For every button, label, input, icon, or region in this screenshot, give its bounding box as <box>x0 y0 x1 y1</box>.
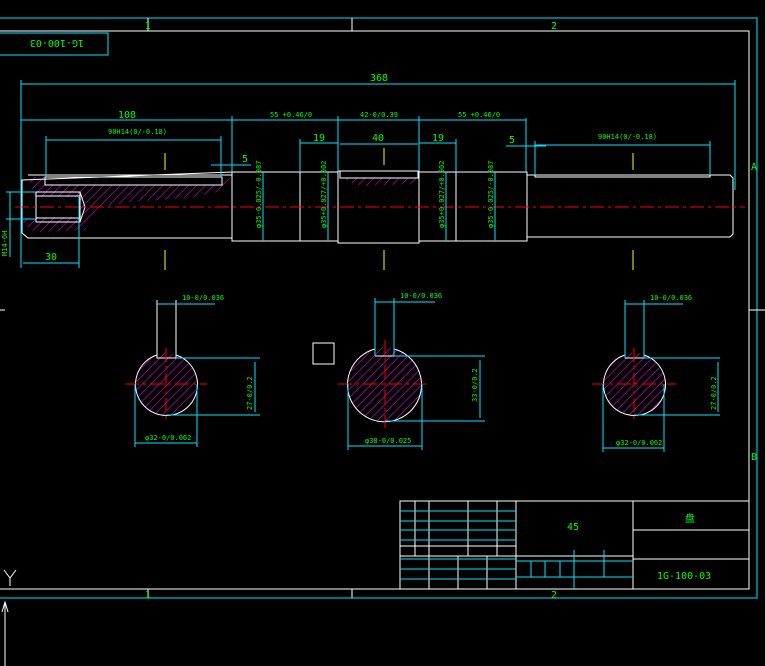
zone-label-1-top: 1 <box>145 21 151 32</box>
section-3-diameter: φ32-0/0.062 <box>616 439 662 447</box>
dim-overall-length: 368 <box>370 73 388 84</box>
dim-keyway-left: 90H14(0/-0.18) <box>108 128 167 136</box>
section-1-key-width: 10-0/0.036 <box>182 294 224 302</box>
drawing-number-tag-box <box>0 32 109 56</box>
zone-label-a: A <box>751 162 757 173</box>
dim-5-right: 5 <box>509 135 515 146</box>
dim-55-right: 55 +0.46/0 <box>458 111 500 119</box>
title-part-name: 盘 <box>685 512 695 525</box>
dim-40: 40 <box>372 133 384 144</box>
title-block <box>399 500 750 590</box>
dim-dia-1: φ35-0.025/-0.087 <box>255 161 263 228</box>
keyway-middle <box>339 170 419 179</box>
drawing-number-tag: 1G-100-03 <box>30 37 84 48</box>
section-3-key-width: 10-0/0.036 <box>650 294 692 302</box>
section-1-depth: 27-0/0.2 <box>246 376 254 410</box>
dim-108: 108 <box>118 110 136 121</box>
section-2-diameter: φ38-0/0.025 <box>365 437 411 445</box>
section-2-depth: 33-0/0.2 <box>471 368 479 402</box>
dimension-lines <box>6 80 736 268</box>
keyway-left <box>44 176 223 186</box>
dim-5-left: 5 <box>242 154 248 165</box>
section-view-left <box>125 300 260 447</box>
keyway-right <box>534 175 711 178</box>
drawing-frame <box>0 17 765 599</box>
dim-thread: M14-6H <box>1 231 9 256</box>
zone-label-2-bottom: 2 <box>551 590 557 601</box>
dim-19-left: 19 <box>313 133 325 144</box>
section-view-middle <box>338 298 485 450</box>
title-drawing-number: 1G-100-03 <box>657 571 711 582</box>
dim-19-right: 19 <box>432 133 444 144</box>
dim-dia-3: φ35+0.027/+0.002 <box>438 161 446 228</box>
zone-label-2-top: 2 <box>551 21 557 32</box>
section-view-right <box>592 300 720 452</box>
dim-dia-2: φ35+0.027/+0.002 <box>320 161 328 228</box>
zone-label-b: B <box>751 452 757 463</box>
dim-42: 42-0/0.39 <box>360 111 398 119</box>
section-2-key-width: 10-0/0.036 <box>400 292 442 300</box>
dim-55-left: 55 +0.46/0 <box>270 111 312 119</box>
dim-keyway-right: 90H14(0/-0.18) <box>598 133 657 141</box>
zone-label-1-bottom: 1 <box>145 590 151 601</box>
small-square-marker <box>312 342 335 365</box>
ucs-icon <box>1 569 17 666</box>
section-3-depth: 27-0/0.2 <box>710 376 718 410</box>
axis-marks <box>164 148 634 270</box>
dim-dia-4: φ35-0.025/-0.087 <box>487 161 495 228</box>
dim-30: 30 <box>45 252 57 263</box>
section-1-diameter: φ32-0/0.062 <box>145 434 191 442</box>
title-material: 45 <box>567 522 579 533</box>
